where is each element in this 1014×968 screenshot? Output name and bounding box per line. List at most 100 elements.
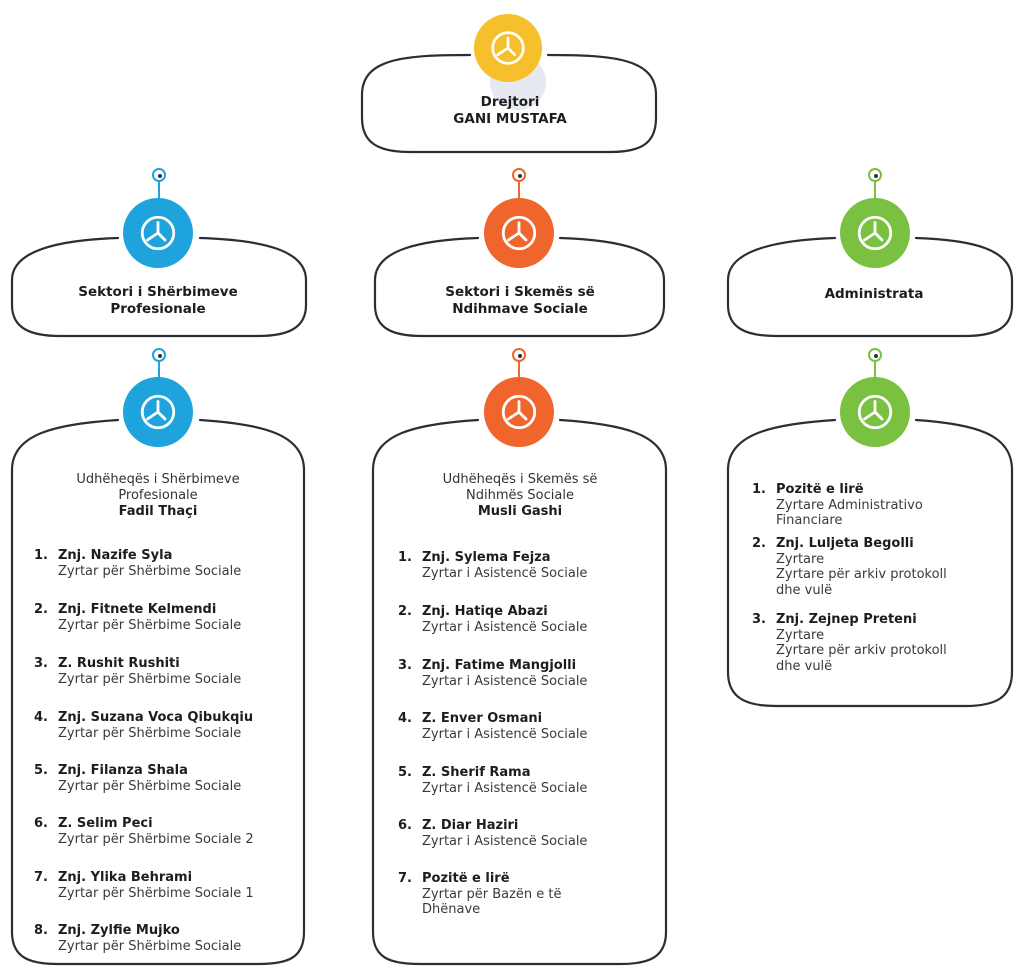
lead-line1: Udhëheqës i Skemës së xyxy=(442,472,598,487)
director-circle xyxy=(474,14,542,82)
member-role-cont: dhe vulë xyxy=(776,582,833,598)
team-circle-2 xyxy=(484,377,554,447)
member-role: Zyrtar i Asistencë Sociale xyxy=(422,565,588,581)
list-item: 4. Z. Enver Osmani Zyrtar i Asistencë So… xyxy=(398,711,684,742)
member-name: Znj. Fatime Mangjolli xyxy=(422,658,577,673)
team-stem-1 xyxy=(158,362,160,384)
member-name: Znj. Nazife Syla xyxy=(58,548,173,563)
team-stem-2 xyxy=(518,362,520,384)
sector-title-2: Sektori i Skemës së Ndihmave Sociale xyxy=(392,284,648,318)
team-dot-3 xyxy=(868,348,882,362)
member-role: Zyrtar i Asistencë Sociale xyxy=(422,726,588,742)
lead-name: Fadil Thaçi xyxy=(118,504,198,519)
clock-chart-icon xyxy=(491,31,525,65)
member-role: Zyrtar për Shërbime Sociale xyxy=(58,563,242,579)
team-dot-2 xyxy=(512,348,526,362)
lead-line2: Ndihmës Sociale xyxy=(466,488,574,503)
member-role-cont: Financiare xyxy=(776,513,843,528)
member-name: Pozitë e lirë xyxy=(422,871,510,886)
member-role-cont: Zyrtare për arkiv protokoll xyxy=(776,567,947,582)
member-name: Znj. Fitnete Kelmendi xyxy=(58,602,217,617)
sector-frame-1 xyxy=(10,236,308,338)
team-frame-2 xyxy=(371,418,668,966)
team-stem-3 xyxy=(874,362,876,384)
member-name: Z. Rushit Rushiti xyxy=(58,656,180,671)
sector-dot-2 xyxy=(512,168,526,182)
list-item: 8. Znj. Zylfie Mujko Zyrtar për Shërbime… xyxy=(34,923,320,954)
clock-chart-icon xyxy=(140,215,176,251)
list-item: 3. Z. Rushit Rushiti Zyrtar për Shërbime… xyxy=(34,656,320,687)
member-name: Znj. Filanza Shala xyxy=(58,763,188,778)
sector-circle-1 xyxy=(123,198,193,268)
sector-title-line1: Sektori i Shërbimeve xyxy=(78,284,238,300)
sector-dot-3 xyxy=(868,168,882,182)
sector-title-line2: Ndihmave Sociale xyxy=(452,301,588,317)
member-role: Zyrtar për Shërbime Sociale xyxy=(58,617,242,633)
list-item: 2. Znj. Fitnete Kelmendi Zyrtar për Shër… xyxy=(34,602,320,633)
list-item: 6. Z. Selim Peci Zyrtar për Shërbime Soc… xyxy=(34,816,320,847)
member-role: Zyrtar për Shërbime Sociale xyxy=(58,671,242,687)
list-item: 1. Pozitë e lirë Zyrtare Administrativo … xyxy=(752,482,1014,529)
sector-title-1: Sektori i Shërbimeve Profesionale xyxy=(30,284,286,318)
sector-dot-1 xyxy=(152,168,166,182)
member-role: Zyrtar për Shërbime Sociale 2 xyxy=(58,831,254,847)
member-role: Zyrtar i Asistencë Sociale xyxy=(422,780,588,796)
team-dot-1 xyxy=(152,348,166,362)
sector-frame-3 xyxy=(726,236,1014,338)
member-role: Zyrtar për Shërbime Sociale xyxy=(58,725,242,741)
member-name: Z. Enver Osmani xyxy=(422,711,543,726)
member-role: Zyrtar i Asistencë Sociale xyxy=(422,673,588,689)
sector-stem-1 xyxy=(158,182,160,204)
member-name: Znj. Luljeta Begolli xyxy=(776,536,914,551)
sector-circle-2 xyxy=(484,198,554,268)
member-name: Znj. Suzana Voca Qibukqiu xyxy=(58,710,254,725)
member-name: Z. Sherif Rama xyxy=(422,765,531,780)
clock-chart-icon xyxy=(140,394,176,430)
member-role: Zyrtare Administrativo xyxy=(776,497,923,513)
clock-chart-icon xyxy=(501,394,537,430)
member-role: Zyrtar për Shërbime Sociale 1 xyxy=(58,885,254,901)
director-frame xyxy=(360,53,658,154)
lead-line2: Profesionale xyxy=(118,488,198,503)
team-frame-3 xyxy=(726,418,1014,708)
list-item: 2. Znj. Hatiqe Abazi Zyrtar i Asistencë … xyxy=(398,604,684,635)
member-name: Znj. Hatiqe Abazi xyxy=(422,604,548,619)
member-name: Z. Diar Haziri xyxy=(422,818,519,833)
director-label: Drejtori xyxy=(480,94,540,110)
list-item: 5. Z. Sherif Rama Zyrtar i Asistencë Soc… xyxy=(398,765,684,796)
sector-stem-3 xyxy=(874,182,876,204)
list-item: 1. Znj. Sylema Fejza Zyrtar i Asistencë … xyxy=(398,550,684,581)
member-name: Znj. Sylema Fejza xyxy=(422,550,551,565)
member-role: Zyrtar për Bazën e të xyxy=(422,886,562,902)
team-circle-3 xyxy=(840,377,910,447)
member-name: Znj. Zejnep Preteni xyxy=(776,612,917,627)
team-lead-2: Udhëheqës i Skemës së Ndihmës Sociale Mu… xyxy=(392,472,648,520)
member-role: Zyrtar për Shërbime Sociale xyxy=(58,938,242,954)
member-role-cont: dhe vulë xyxy=(776,658,833,674)
director-name: GANI MUSTAFA xyxy=(453,111,567,127)
member-name: Znj. Ylika Behrami xyxy=(58,870,193,885)
member-role: Zyrtare xyxy=(776,627,825,643)
clock-chart-icon xyxy=(857,394,893,430)
sector-title-3: Administrata xyxy=(746,286,1002,303)
sector-frame-2 xyxy=(373,236,666,338)
member-name: Pozitë e lirë xyxy=(776,482,864,497)
sector-title-line1: Sektori i Skemës së xyxy=(445,284,595,300)
member-role-cont: Zyrtare për arkiv protokoll xyxy=(776,643,947,658)
lead-name: Musli Gashi xyxy=(477,504,563,519)
director-box: Drejtori GANI MUSTAFA xyxy=(412,94,608,128)
lead-line1: Udhëheqës i Shërbimeve xyxy=(76,472,240,487)
sector-stem-2 xyxy=(518,182,520,204)
team-frame-1 xyxy=(10,418,306,966)
list-item: 4. Znj. Suzana Voca Qibukqiu Zyrtar për … xyxy=(34,710,320,741)
list-item: 3. Znj. Zejnep Preteni Zyrtare Zyrtare p… xyxy=(752,612,1014,674)
member-role-cont: Dhënave xyxy=(422,902,481,917)
member-role: Zyrtare xyxy=(776,551,825,567)
member-name: Z. Selim Peci xyxy=(58,816,153,831)
member-name: Znj. Zylfie Mujko xyxy=(58,923,180,938)
clock-chart-icon xyxy=(501,215,537,251)
sector-title-line1: Administrata xyxy=(824,286,924,302)
list-item: 6. Z. Diar Haziri Zyrtar i Asistencë Soc… xyxy=(398,818,684,849)
list-item: 7. Pozitë e lirë Zyrtar për Bazën e të D… xyxy=(398,871,684,918)
